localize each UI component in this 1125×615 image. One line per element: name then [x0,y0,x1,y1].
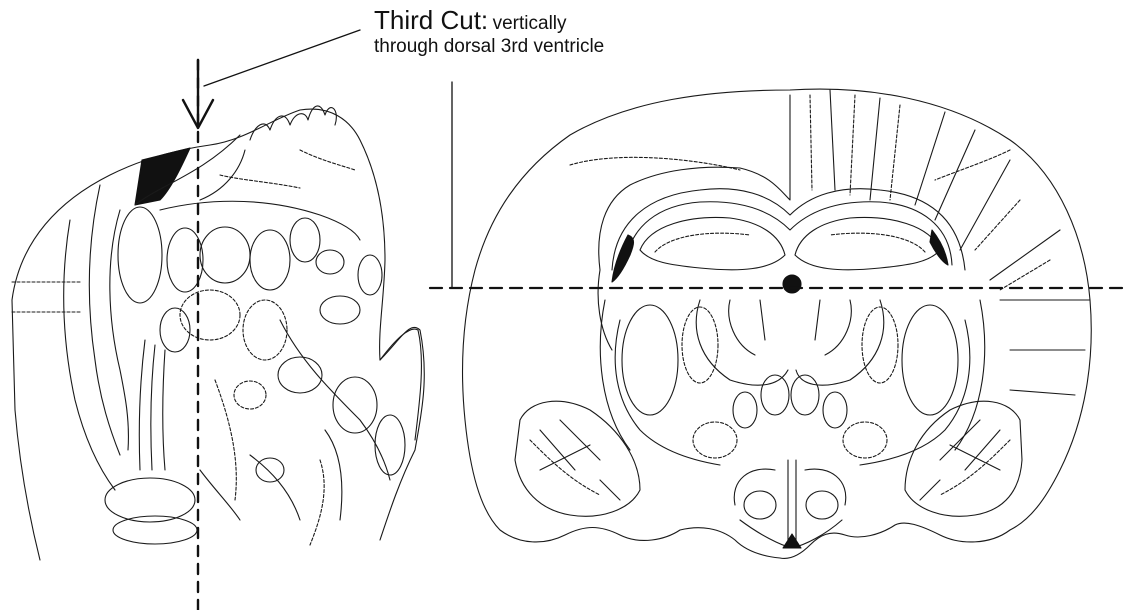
coronal-hippocampus-left [640,217,785,269]
coronal-nucleus-b [902,305,958,415]
sagittal-nucleus-14 [375,415,405,475]
sagittal-cortex-line-3 [110,210,129,450]
sagittal-nucleus-11 [320,296,360,324]
coronal-section [462,89,1091,558]
sagittal-nucleus-7 [358,255,382,295]
sagittal-fiber-tract-right [280,320,390,480]
sagittal-cortex-line [64,220,115,490]
caption-line2: through dorsal 3rd ventricle [374,36,604,58]
coronal-lower-right-lobe [905,401,1022,516]
coronal-hypo-nucleus-right [806,491,838,519]
coronal-nucleus-e [761,375,789,415]
coronal-nucleus-h [823,392,847,428]
caption-leader-left [204,30,360,86]
sagittal-nucleus-6 [316,250,344,274]
lateral-ventricle-left [612,235,634,282]
sagittal-nucleus-13 [333,377,377,433]
sagittal-lower-lines [200,430,342,520]
coronal-lower-left-lobe [515,401,640,516]
sagittal-nucleus-4 [250,230,290,290]
coronal-lower-dotted [530,440,1010,495]
sagittal-nucleus-15 [234,381,266,409]
coronal-base-triangle [783,534,801,548]
caption-heading: Third Cut: [374,5,488,35]
coronal-hippocampus-right [795,217,940,269]
sagittal-nucleus-17 [113,516,197,544]
caption-line1: vertically [493,13,567,34]
sagittal-top-squiggle [250,106,336,140]
coronal-corpus-callosum-outer [612,189,965,270]
sagittal-nucleus-1 [118,207,162,303]
coronal-nucleus-i [693,422,737,458]
coronal-internal-capsule [615,320,970,465]
coronal-corpus-callosum-inner [625,202,952,265]
ventricle-fill-sagittal [135,148,190,205]
coronal-hippocampus-inner [655,233,925,252]
sagittal-dotted-top [220,150,355,188]
third-cut-caption: Third Cut: vertically through dorsal 3rd… [374,6,604,58]
coronal-cortex-dotted [810,95,1050,290]
sagittal-nucleus-5 [290,218,320,262]
lateral-ventricle-right [930,230,948,265]
sagittal-nucleus-9 [243,300,287,360]
sagittal-outer-contour [12,109,424,540]
coronal-internal-capsule-2 [600,300,984,450]
sagittal-dotted-lower [215,380,324,545]
coronal-midline [788,460,796,545]
sagittal-nucleus-3 [200,227,250,283]
coronal-nucleus-g [733,392,757,428]
sagittal-left-edge [12,300,40,560]
sagittal-nucleus-18 [256,458,284,482]
coronal-hypo-nucleus-left [744,491,776,519]
coronal-nucleus-a [622,305,678,415]
sagittal-nucleus-8 [180,290,240,340]
third-ventricle-fill [783,275,801,293]
coronal-outer-contour [462,89,1091,558]
coronal-thalamus-inner [729,300,852,355]
coronal-lower-lobe-details [540,420,1000,500]
sagittal-section [12,106,424,560]
sagittal-nucleus-16 [105,478,195,522]
sagittal-fiber-tract [139,340,165,470]
coronal-cortex-radials [830,90,1090,395]
sagittal-box [12,282,80,312]
vertical-cut-indicator [183,30,360,610]
sagittal-nucleus-12 [278,357,322,393]
coronal-nucleus-j [843,422,887,458]
